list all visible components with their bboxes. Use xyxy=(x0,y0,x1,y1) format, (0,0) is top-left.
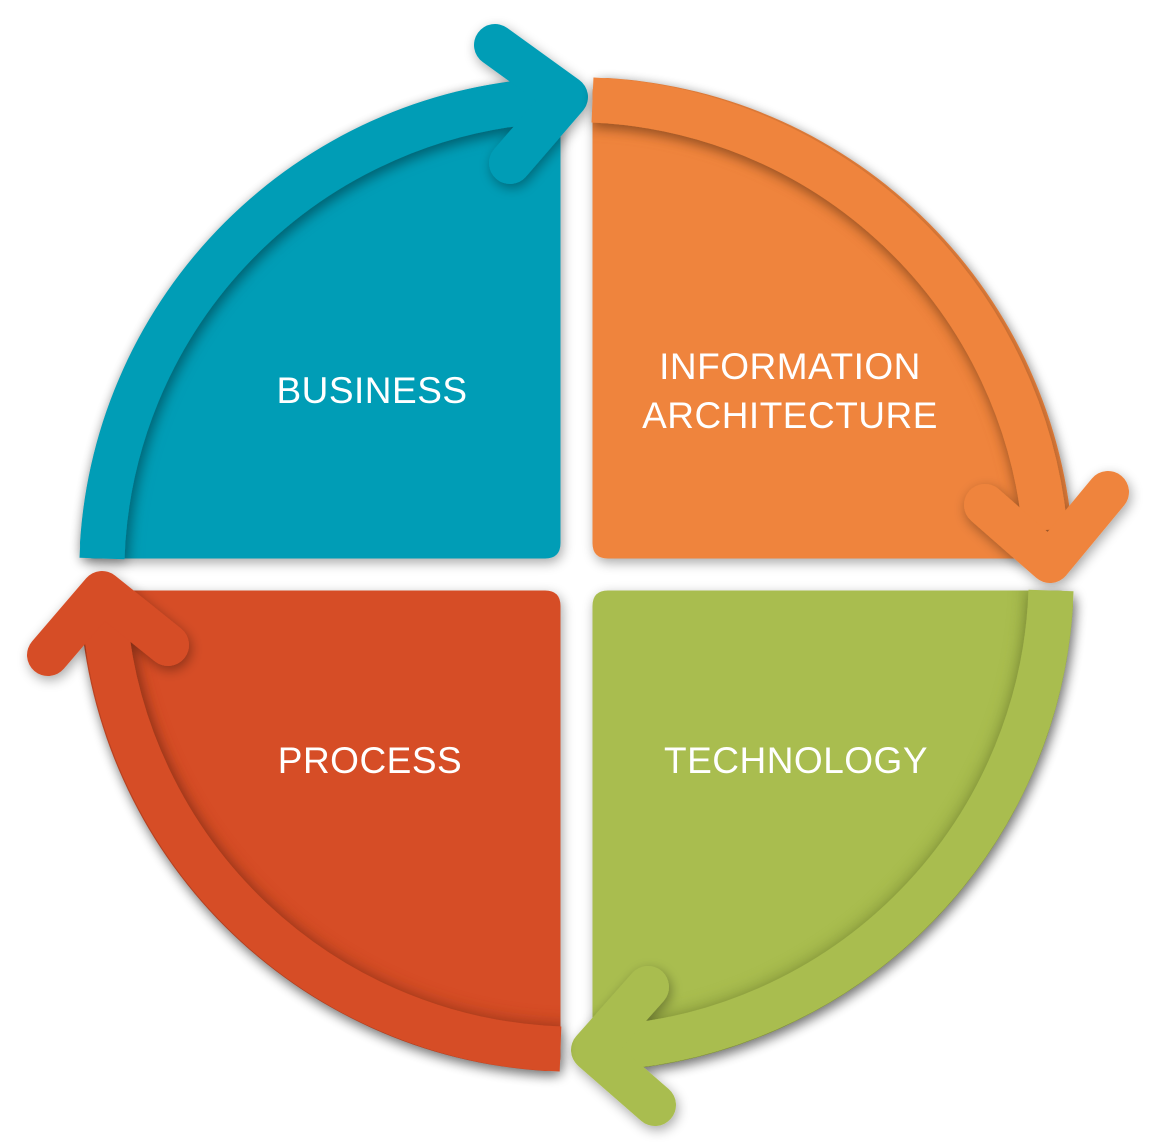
arrowhead-icon xyxy=(571,966,676,1126)
business-arrow xyxy=(79,24,588,560)
label-technology: TECHNOLOGY xyxy=(664,740,928,781)
label-process: PROCESS xyxy=(278,740,462,781)
arrowhead-icon xyxy=(474,24,588,184)
arrowhead-icon xyxy=(964,471,1129,583)
quadrant-information-architecture xyxy=(592,77,1074,559)
label-business: BUSINESS xyxy=(276,370,467,411)
technology-arrow xyxy=(571,589,1074,1126)
quadrant-business xyxy=(80,77,561,559)
technology-band-shade xyxy=(592,590,1034,1032)
quadrant-technology xyxy=(592,590,1074,1072)
information-architecture-arrow xyxy=(591,77,1129,583)
label-architecture: ARCHITECTURE xyxy=(642,395,938,436)
quadrant-process xyxy=(80,590,561,1072)
process-arrow xyxy=(27,571,562,1072)
arrowhead-icon xyxy=(27,571,189,676)
label-information: INFORMATION xyxy=(659,346,921,387)
business-band-shade xyxy=(119,118,561,559)
